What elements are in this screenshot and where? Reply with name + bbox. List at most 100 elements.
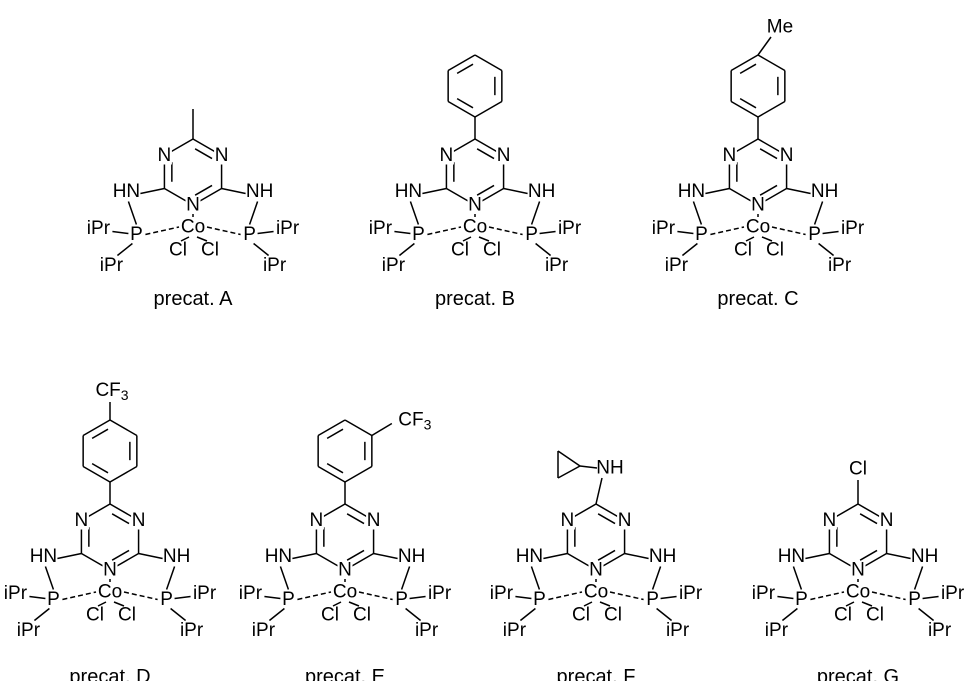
p-co-dative-right [609, 591, 644, 601]
cf-text: CF [398, 409, 423, 430]
ring-nitrogen: N [103, 560, 117, 581]
p-co-dative-right [871, 591, 906, 601]
p-co-dative-right [123, 591, 158, 601]
isopropyl-left-upper: iPr [239, 583, 263, 604]
label-backdrop [438, 146, 454, 165]
p-co-dative-left [427, 226, 462, 236]
p-ipr-bond [519, 607, 536, 622]
ring-nitrogen: N [186, 195, 200, 216]
label-backdrop [496, 146, 512, 165]
amine-left: HN [678, 181, 705, 202]
isopropyl-right-lower: iPr [263, 255, 287, 276]
label-backdrop [467, 196, 483, 214]
cyclopropyl-bond [557, 465, 581, 479]
p-ipr-bond [660, 595, 677, 600]
cyclopropyl-bond [557, 450, 581, 467]
aryl-double-bond [456, 63, 474, 75]
phosphorus-right: P [808, 224, 821, 245]
chloride-right: Cl [604, 605, 622, 626]
isopropyl-left-upper: iPr [369, 218, 393, 239]
aryl-double-bond [326, 462, 344, 474]
p-ipr-bond [515, 595, 532, 600]
cf-text: CF [95, 380, 120, 401]
p-co-dative-left [145, 226, 180, 236]
triazine-double-bond [476, 148, 495, 160]
phosphorus-right: P [243, 224, 256, 245]
trifluoromethyl-label: CF3 [95, 380, 128, 404]
amine-bond-left [57, 552, 82, 560]
p-ipr-bond [268, 607, 285, 622]
n-p-bond-right [651, 566, 662, 590]
chloride-left: Cl [321, 605, 339, 626]
label-backdrop [131, 511, 147, 530]
label-backdrop [821, 511, 837, 530]
label-backdrop [879, 511, 895, 530]
aryl-bond [109, 419, 138, 437]
n-p-bond-right [530, 201, 541, 225]
isopropyl-right-upper: iPr [428, 583, 452, 604]
isopropyl-left-lower: iPr [252, 620, 276, 641]
triazine-double-bond [859, 513, 878, 525]
ring-nitrogen: N [440, 145, 454, 166]
aryl-bond [344, 465, 373, 483]
ring-nitrogen: N [468, 195, 482, 216]
co-cl-bond-left [97, 601, 107, 607]
amine-bond-right [624, 552, 649, 560]
label-backdrop [73, 511, 89, 530]
p-ipr-bond [781, 607, 798, 622]
triazine-double-bond [111, 513, 130, 525]
amine-right: NH [811, 181, 838, 202]
ring-nitrogen: N [310, 510, 324, 531]
phosphorus-left: P [282, 589, 295, 610]
ring-nitrogen: N [880, 510, 894, 531]
triazine-double-bond [346, 549, 365, 561]
amino-substituent: NH [596, 458, 623, 479]
caption-precat-f: precat. F [557, 666, 636, 681]
aryl-bond [447, 54, 476, 72]
label-backdrop [850, 561, 866, 579]
isopropyl-left-lower: iPr [100, 255, 124, 276]
label-backdrop [185, 196, 201, 214]
n-p-bond-right [165, 566, 176, 590]
ring-nitrogen: N [497, 145, 511, 166]
amine-left: HN [113, 181, 140, 202]
cobalt: Co [333, 582, 357, 603]
triazine-double-bond [759, 148, 778, 160]
amine-right: NH [246, 181, 273, 202]
triazine-double-bond [759, 184, 778, 196]
amine-bond-right [886, 552, 911, 560]
methyl-label: Me [767, 17, 793, 38]
label-backdrop [588, 561, 604, 579]
chloride-left: Cl [834, 605, 852, 626]
isopropyl-right-lower: iPr [545, 255, 569, 276]
aryl-double-bond [91, 428, 109, 440]
trifluoromethyl-label: CF3 [398, 409, 431, 433]
label-backdrop [617, 511, 633, 530]
co-cl-bond-left [583, 601, 593, 607]
isopropyl-left-lower: iPr [382, 255, 406, 276]
co-cl-bond-right [761, 236, 773, 242]
n-cyclopropyl-bond [579, 465, 598, 469]
n-p-bond-left [409, 201, 420, 225]
ring-nitrogen: N [561, 510, 575, 531]
p-ipr-bond [409, 595, 426, 600]
label-backdrop [308, 511, 324, 530]
p-ipr-bond [398, 242, 415, 257]
chloride-left: Cl [734, 240, 752, 261]
p-co-dative-left [810, 591, 845, 601]
cf3-subscript: 3 [121, 387, 129, 403]
chloride-left: Cl [86, 605, 104, 626]
chloride-right: Cl [201, 240, 219, 261]
phosphorus-left: P [695, 224, 708, 245]
phosphorus-right: P [395, 589, 408, 610]
triazine-double-bond [346, 513, 365, 525]
n-p-bond-left [127, 201, 138, 225]
phosphorus-right: P [908, 589, 921, 610]
co-cl-bond-right [196, 236, 208, 242]
chloride-left: Cl [572, 605, 590, 626]
p-ipr-bond [656, 607, 673, 622]
